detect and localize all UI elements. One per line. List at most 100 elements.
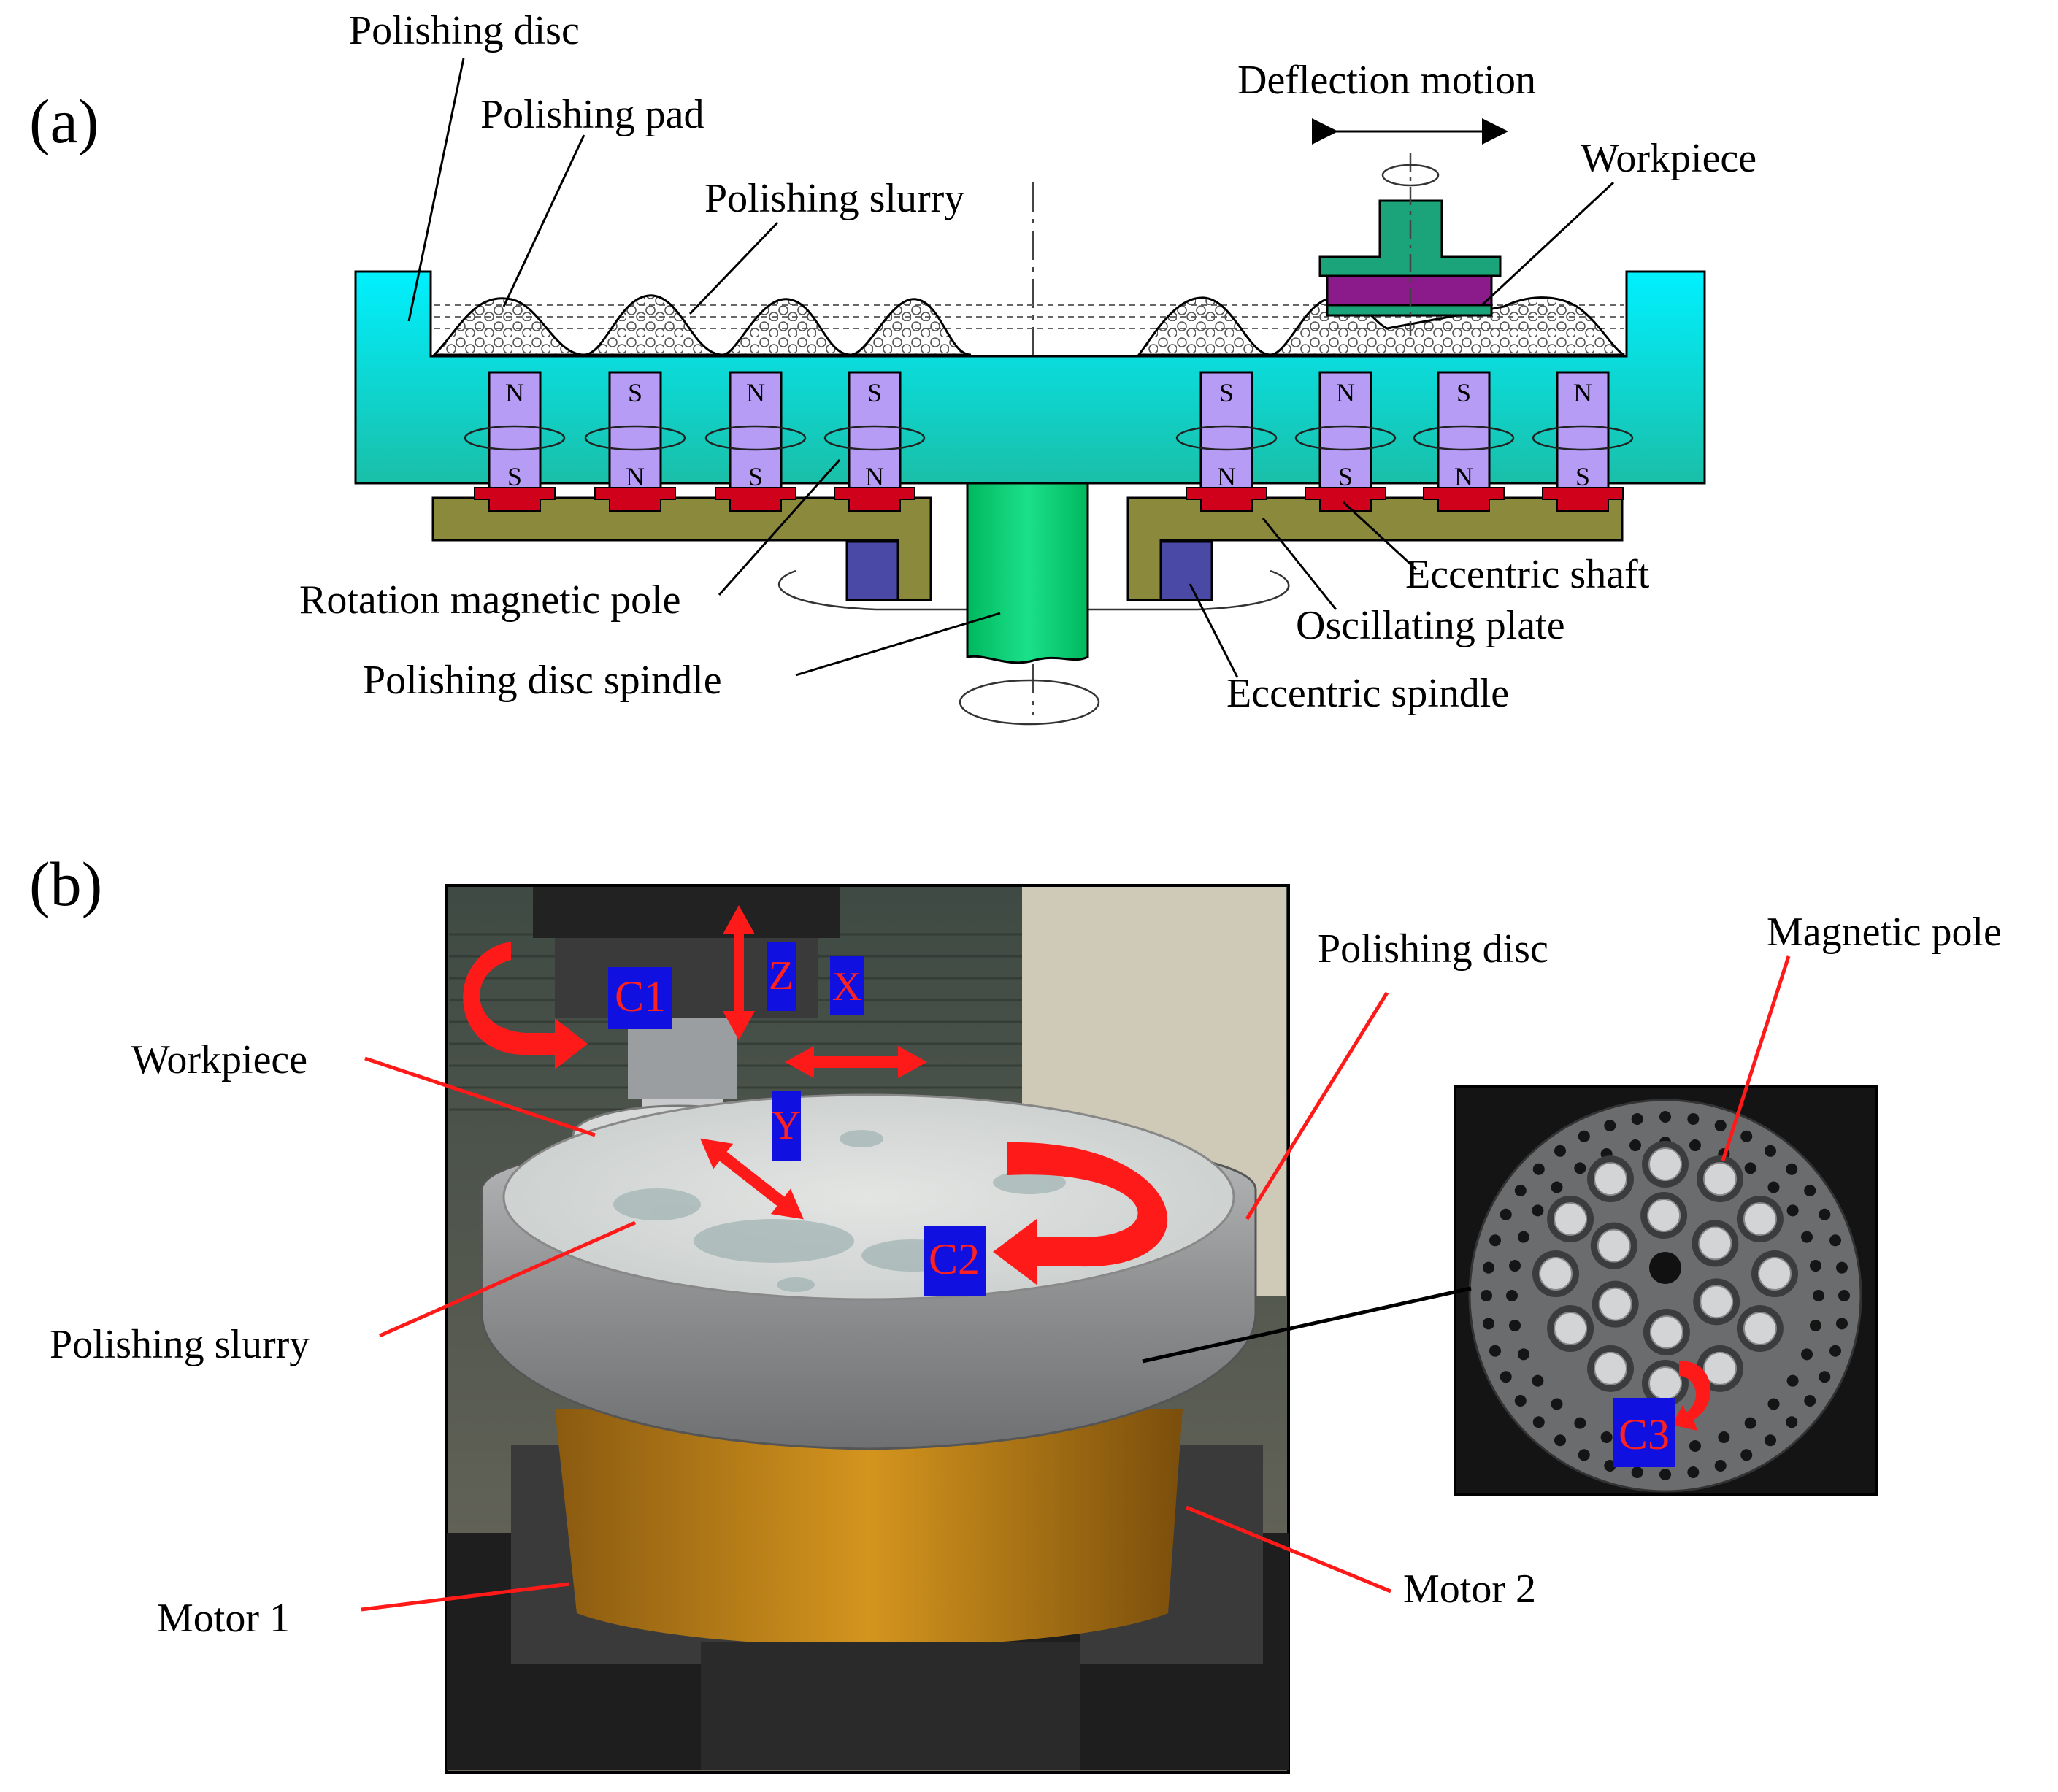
magnet-bottom-pole-5: N [1217,462,1236,491]
leader-workpiece-b [364,1056,596,1137]
leader-eccentric-spindle [1189,583,1239,678]
label-polishing-disc-spindle: Polishing disc spindle [363,658,722,703]
pole-stud-7 [1539,1257,1573,1291]
eccentric-shaft-pad-5 [1186,487,1267,512]
label-oscillating-plate: Oscillating plate [1296,603,1565,648]
disc-hole-15 [1554,1434,1566,1447]
pole-stud-16 [1597,1228,1631,1263]
disc-hole-37 [1804,1184,1816,1196]
disc-hole-42 [1809,1319,1821,1331]
disc-hole-53 [1551,1398,1563,1410]
disc-hole-21 [1481,1290,1492,1301]
disc-hole-23 [1489,1234,1501,1247]
magnet-4 [848,371,902,498]
disc-hole-43 [1801,1348,1813,1361]
disc-hole-61 [1551,1181,1563,1193]
panel-a-tag: (a) [29,86,99,156]
workpiece-block [1326,274,1493,307]
label-polishing-slurry-a: Polishing slurry [704,176,964,221]
spindle-rotation-ellipse [777,569,1290,611]
leader-workpiece-a [1481,181,1615,307]
eccentric-shaft-pad-7 [1423,487,1505,512]
magnet-5 [1199,371,1253,498]
pole-stud-11 [1703,1162,1737,1196]
pole-stud-14 [1649,1315,1683,1349]
disc-hole-30 [1631,1113,1643,1126]
disc-hole-18 [1500,1371,1512,1383]
disc-hole-58 [1509,1260,1521,1272]
pole-stud-6 [1554,1312,1588,1345]
c1-tag-bg [608,967,672,1029]
z-tag-bg [767,942,796,1011]
magnet-rotation-4 [823,425,926,451]
x-tag: X [832,964,861,1010]
z-tag: Z [769,953,794,999]
leader-motor-1 [361,1582,570,1612]
eccentric-shaft-pad-2 [594,487,676,512]
y-tag-bg [772,1091,801,1161]
leader-motor-2 [1186,1505,1391,1593]
magnet-top-pole-8: N [1573,378,1592,407]
disc-hole-36 [1786,1163,1798,1175]
disc-hole-24 [1500,1208,1512,1220]
disc-hole-45 [1767,1398,1780,1410]
magnet-rotation-3 [704,425,807,451]
disc-hole-28 [1578,1130,1590,1142]
pole-stud-1 [1758,1257,1792,1291]
magnet-rotation-5 [1175,425,1278,451]
magnet-6 [1318,371,1372,498]
leader-polishing-disc-a [407,58,465,322]
disc-hole-29 [1604,1119,1616,1131]
disc-hole-12 [1631,1466,1643,1478]
magnet-rotation-7 [1413,425,1515,451]
c3-rotation-arrow [1672,1361,1711,1431]
disc-hole-41 [1813,1290,1824,1301]
disc-hole-68 [1744,1162,1756,1174]
disc-hole-40 [1835,1261,1848,1274]
magnet-top-pole-6: N [1336,378,1355,407]
disc-hole-31 [1659,1111,1671,1123]
disc-hole-70 [1786,1204,1799,1217]
disc-hole-8 [1740,1449,1753,1461]
disc-hole-19 [1489,1345,1501,1357]
disc-hole-25 [1514,1184,1527,1196]
motion-arrows [463,905,1168,1285]
disc-hole-66 [1689,1139,1701,1152]
leader-polishing-disc-b [1245,991,1389,1220]
leader-rotation-magnetic-pole [718,459,841,596]
label-polishing-disc-a: Polishing disc [349,8,580,53]
disc-hole-39 [1829,1234,1842,1247]
magnet-rotation-1 [464,425,566,451]
pole-stud-8 [1554,1202,1588,1236]
disc-hole-3 [1829,1345,1842,1357]
eccentric-spindle-block-left [845,540,899,601]
polishing-disc-body [354,270,1706,485]
y-axis-arrow [700,1138,804,1220]
magnet-bottom-pole-4: N [865,462,884,491]
leader-polishing-disc-spindle [795,612,1001,677]
magnet-rotation-2 [584,425,686,451]
magnet-top-pole-2: S [628,378,642,407]
disc-hole-13 [1604,1460,1616,1472]
label-eccentric-shaft: Eccentric shaft [1405,552,1650,597]
eccentric-shaft-pad-4 [834,487,915,512]
disc-hole-34 [1740,1130,1753,1142]
disc-hole-38 [1819,1208,1831,1220]
disc-hole-56 [1509,1319,1521,1331]
machine-photo [445,884,1290,1774]
leader-oscillating-plate [1262,518,1337,610]
disc-hole-7 [1765,1434,1777,1447]
disc-hole-6 [1786,1416,1798,1428]
c2-tag-bg [924,1226,986,1296]
pole-stud-2 [1743,1312,1777,1345]
magnet-7 [1437,371,1491,498]
magnet-bottom-pole-3: S [748,462,763,491]
pole-stud-9 [1594,1162,1627,1196]
disc-hole-51 [1600,1431,1613,1444]
c1-tag: C1 [615,972,666,1020]
label-eccentric-spindle: Eccentric spindle [1226,671,1509,716]
pole-stud-10 [1648,1147,1682,1181]
disc-hole-57 [1506,1290,1518,1301]
magnet-top-pole-1: N [505,378,524,407]
